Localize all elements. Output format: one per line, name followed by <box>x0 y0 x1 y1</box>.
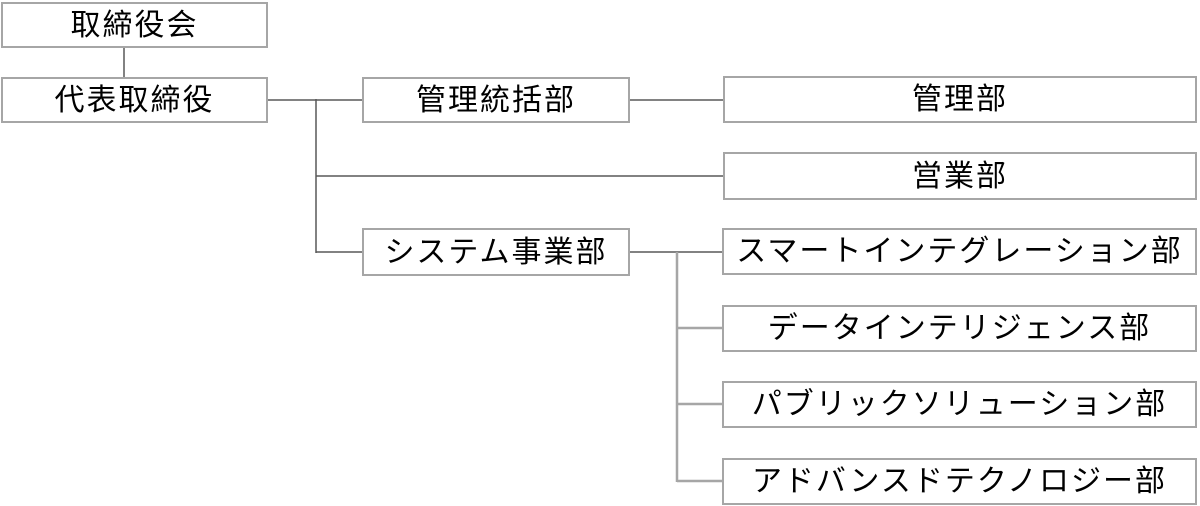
org-node-system-division: システム事業部 <box>362 228 630 276</box>
org-node-public-solution-dept-label: パブリックソリューション部 <box>751 388 1168 421</box>
org-node-ceo-label: 代表取締役 <box>54 83 215 117</box>
org-node-smart-integration-dept-label: スマートインテグレーション部 <box>736 235 1183 268</box>
org-node-board: 取締役会 <box>1 2 268 48</box>
org-node-data-intelligence-dept-label: データインテリジェンス部 <box>767 312 1152 345</box>
org-node-system-division-label: システム事業部 <box>384 235 608 269</box>
org-node-advanced-technology-dept-label: アドバンスドテクノロジー部 <box>751 465 1168 498</box>
org-node-admin-division-label: 管理統括部 <box>416 83 576 117</box>
org-node-sales-dept: 営業部 <box>723 152 1197 200</box>
org-node-sales-dept-label: 営業部 <box>912 159 1008 193</box>
org-node-admin-dept-label: 管理部 <box>912 83 1008 116</box>
org-node-admin-dept: 管理部 <box>723 76 1197 123</box>
org-node-advanced-technology-dept: アドバンスドテクノロジー部 <box>722 458 1197 505</box>
org-node-data-intelligence-dept: データインテリジェンス部 <box>722 305 1197 352</box>
org-node-board-label: 取締役会 <box>70 8 199 42</box>
org-node-public-solution-dept: パブリックソリューション部 <box>722 381 1197 428</box>
org-node-smart-integration-dept: スマートインテグレーション部 <box>722 228 1197 275</box>
org-node-ceo: 代表取締役 <box>1 77 268 123</box>
org-node-admin-division: 管理統括部 <box>362 77 630 123</box>
